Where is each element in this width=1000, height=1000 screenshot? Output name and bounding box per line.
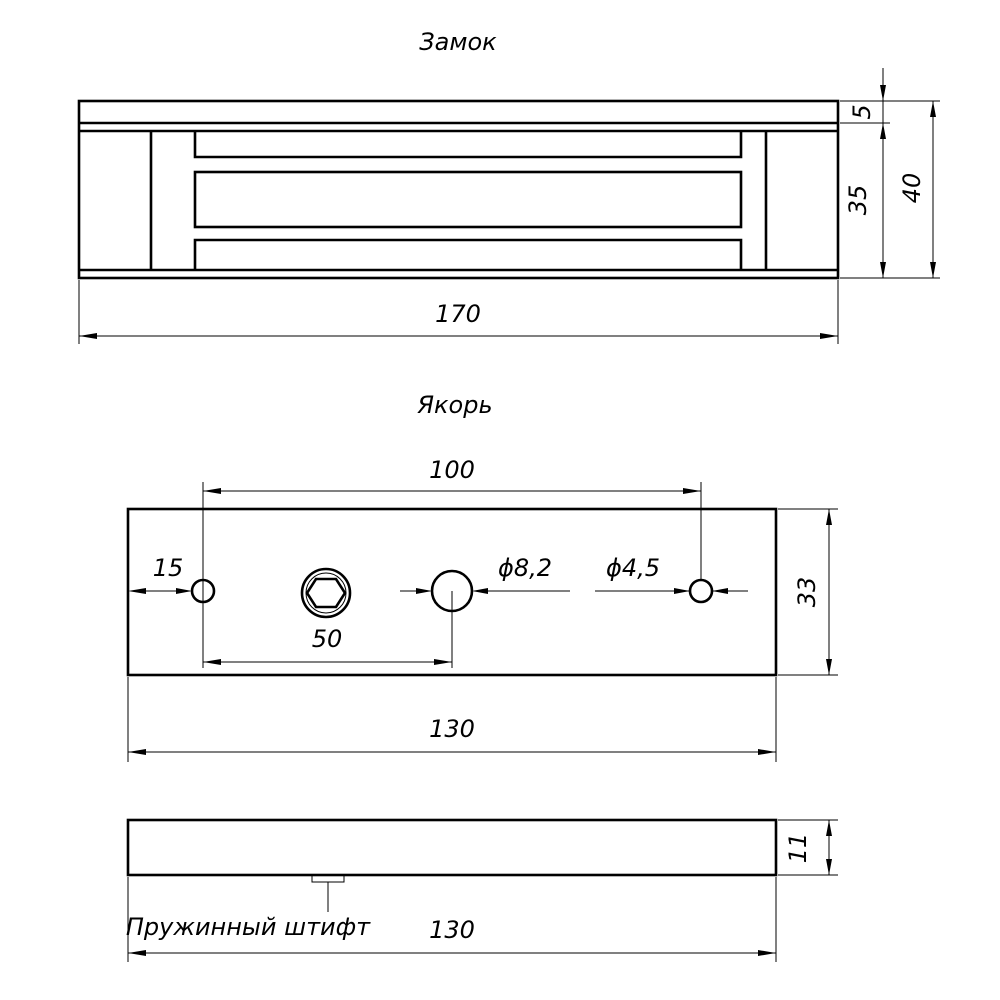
arrow (930, 262, 936, 278)
arrow (434, 659, 452, 665)
lock-outline (77, 99, 840, 280)
arrow (683, 488, 701, 494)
arrow (758, 950, 776, 956)
arrow (128, 749, 146, 755)
armature-height-label: 33 (793, 577, 821, 608)
center-hole-diameter-label: ϕ8,2 (498, 554, 552, 582)
arrow (79, 333, 97, 339)
lock-core-bottom (193, 238, 743, 270)
arrow (712, 588, 728, 594)
armature-spacing-label: 100 (429, 456, 475, 484)
arrow (176, 588, 192, 594)
arrow (758, 749, 776, 755)
side-thickness-label: 11 (784, 833, 812, 864)
lock-core-top (193, 131, 743, 159)
small-hole-right (688, 578, 714, 604)
arrow (880, 262, 886, 278)
armature-title: Якорь (416, 391, 492, 419)
arrow (880, 123, 886, 139)
arrow (820, 333, 838, 339)
armature-outline (126, 507, 778, 677)
arrow (880, 85, 886, 101)
hex-socket-icon (305, 577, 347, 609)
arrow (203, 488, 221, 494)
arrow (674, 588, 690, 594)
armature-edge-label: 15 (153, 554, 184, 582)
side-width-label: 130 (429, 916, 475, 944)
arrow (826, 859, 832, 875)
lock-width-label: 170 (435, 300, 481, 328)
small-hole-diameter-label: ϕ4,5 (606, 554, 660, 582)
lock-title: Замок (419, 28, 497, 56)
arrow (416, 588, 432, 594)
arrow (472, 588, 488, 594)
side-view-outline (126, 818, 778, 877)
lock-total-height-label: 40 (898, 173, 926, 204)
armature-side-view: 11 Пружинный штифт 130 (126, 818, 838, 962)
armature-width-label: 130 (429, 715, 475, 743)
hex-bolt-outer (300, 567, 352, 619)
arrow (826, 820, 832, 836)
lock-view: Замок 170 5 35 (77, 28, 940, 344)
arrow (203, 659, 221, 665)
arrow (930, 101, 936, 117)
armature-center-offset-label: 50 (312, 625, 343, 653)
armature-view: Якорь 100 15 50 ϕ8,2 (126, 391, 838, 762)
lock-core-middle (193, 170, 743, 229)
arrow (128, 950, 146, 956)
lock-plate-label: 5 (848, 104, 876, 119)
pin-label: Пружинный штифт (126, 913, 371, 941)
arrow (128, 588, 146, 594)
arrow (826, 659, 832, 675)
lock-body-height-label: 35 (844, 185, 872, 216)
arrow (826, 509, 832, 525)
